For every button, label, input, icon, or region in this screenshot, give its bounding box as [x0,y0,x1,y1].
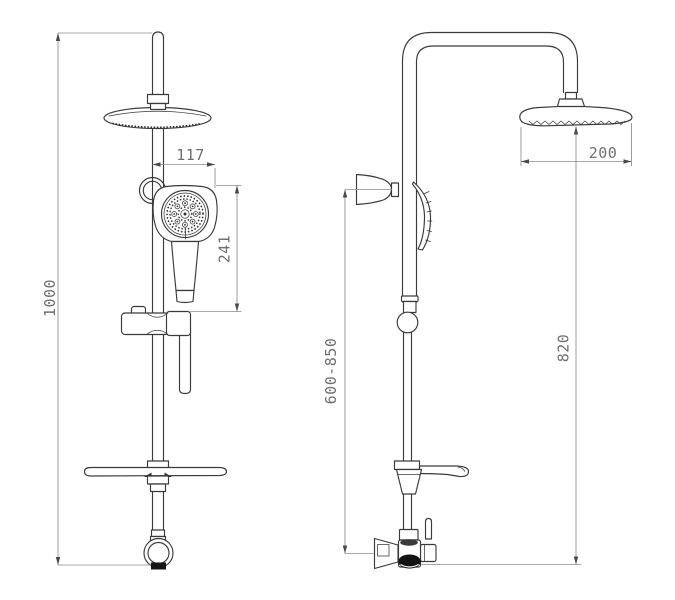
dim-label-overall-height: 1000 [41,279,59,317]
slider-block [165,310,192,337]
hand-shower-front [152,184,218,304]
side-view [355,31,633,570]
hand-shower-side [411,181,433,251]
slider-saddle-top [146,312,169,318]
soap-dish-front [83,460,228,493]
dim-overall-height: 1000 [41,32,152,566]
hose-ring-front [143,529,174,570]
bracket-knob [419,543,437,563]
spray-face-inner [163,192,207,236]
hand-shower-profile [411,181,432,251]
wall-cone [373,537,399,570]
valve-inlet [398,554,421,569]
dim-hand-shower-height: 241 [190,185,242,312]
diverter-lever [178,328,192,395]
wall-bracket-lower-side [373,517,437,570]
rain-head-texture [528,120,626,125]
rain-head-connector-nut [146,93,170,105]
spray-face-outer [160,189,210,239]
dim-hand-shower-width: 117 [152,146,216,188]
rain-head-dome-line [108,110,207,117]
rain-shower-head-front [103,93,212,130]
wall-cone-detail [377,544,390,557]
dim-label-riser-range: 600-850 [322,338,340,405]
riser-pipe-front [151,31,165,531]
rod-collar [398,528,419,541]
dim-head-width: 200 [520,123,632,166]
dim-label-column-height: 820 [555,334,573,363]
soap-dish-side [393,460,470,495]
slider-ball-side [396,295,419,334]
rain-head-profile [519,106,633,127]
dim-column-height: 820 [421,126,581,565]
slider-body [120,312,170,336]
dimensions: 1000 117 241 200 820 600-850 [41,32,632,566]
dim-label-hand-shower-width: 117 [176,146,205,164]
slider-saddle-bottom [146,329,169,335]
gooseneck-pipe-side [401,31,579,303]
rain-head-connector-side [556,91,586,108]
front-view [83,31,228,570]
hand-shower-handle [170,240,200,292]
shelf-cone-side [395,468,423,495]
shelf-clamp-nut [146,475,170,485]
rain-head-nozzle-dots [112,122,203,129]
bracket-pin [424,517,433,540]
ball-joint [396,311,419,334]
shelf-plate [83,466,228,477]
shelf-arm-side [418,465,470,478]
shelf-clamp-lower [149,483,167,493]
shelf-clamp-side [393,460,421,471]
dim-riser-range: 600-850 [322,189,392,554]
dim-label-hand-shower-height: 241 [216,235,234,264]
hand-shower-profile-texture [423,191,433,242]
rain-head-disc [103,106,212,130]
rain-head-connector-collar [149,102,167,111]
rain-shower-head-side [519,106,633,127]
hand-shower-hose-connector [175,289,195,304]
dim-label-head-width: 200 [589,144,618,162]
slider-bracket-front [120,305,192,395]
riser-rod-side [402,331,413,531]
holder-collar [390,182,400,198]
spray-nozzle-dots [166,195,204,233]
hose-ring-inlet [151,562,166,570]
